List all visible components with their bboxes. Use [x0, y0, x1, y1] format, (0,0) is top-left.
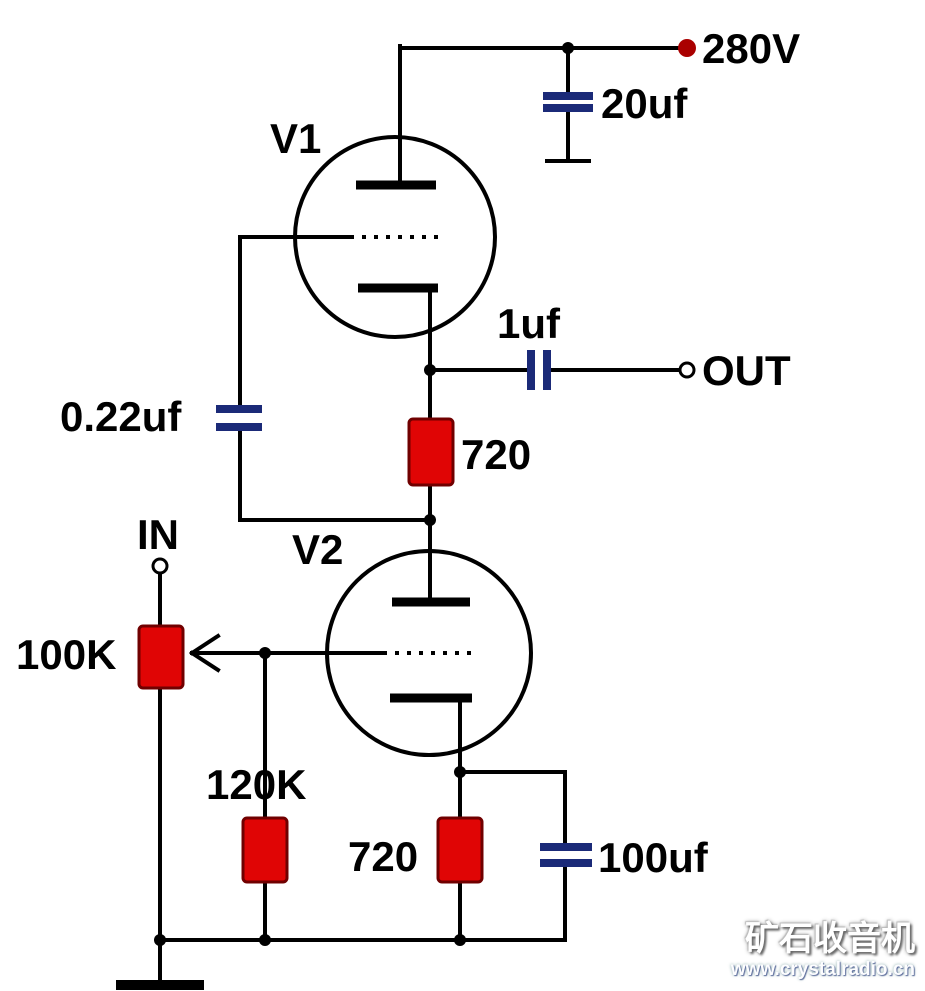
- cap-100uf-symbol: [540, 843, 592, 867]
- junction-v2-cathode: [454, 766, 466, 778]
- tube-v1-envelope: [293, 135, 497, 339]
- wire-v1-grid-to-feedback-cap: [238, 235, 354, 407]
- out-terminal: [678, 361, 696, 379]
- label-res-720-upper: 720: [461, 431, 531, 478]
- label-res-100k: 100K: [16, 631, 116, 678]
- cap-20uf-symbol: [543, 92, 593, 112]
- watermark-site-name: 矿石收音机: [745, 920, 915, 959]
- tube-v2-envelope: [325, 549, 533, 757]
- wire-bypass-branch: [458, 770, 567, 942]
- watermark-site-url: www.crystalradio.cn: [730, 959, 915, 981]
- resistor-720-v1-cathode: [407, 417, 455, 487]
- resistor-720-v2-cathode: [436, 816, 484, 884]
- wire-feedback-cap-to-node: [238, 429, 432, 522]
- label-cap-0_22uf: 0.22uf: [60, 393, 182, 440]
- label-tube-v2: V2: [292, 526, 343, 573]
- label-cap-100uf: 100uf: [598, 834, 709, 881]
- in-terminal: [151, 557, 169, 575]
- label-tube-v1: V1: [270, 115, 321, 162]
- resistor-100k-pot: [137, 624, 185, 690]
- label-in-terminal: IN: [137, 511, 179, 558]
- junction-rail-720: [454, 934, 466, 946]
- junction-v1r-v2plate: [424, 514, 436, 526]
- junction-out-node: [424, 364, 436, 376]
- watermark: 矿石收音机 www.crystalradio.cn: [731, 920, 915, 981]
- label-cap-1uf: 1uf: [497, 300, 561, 347]
- cap-0_22uf-symbol: [216, 405, 262, 431]
- label-res-120k: 120K: [206, 761, 306, 808]
- label-res-720-lower: 720: [348, 833, 418, 880]
- junction-grid-wiper: [259, 647, 271, 659]
- pot-wiper-arrowhead: [189, 633, 221, 673]
- label-cap-20uf: 20uf: [601, 80, 688, 127]
- junction-supply-cap: [562, 42, 574, 54]
- label-supply-voltage: 280V: [702, 25, 800, 72]
- resistor-120k: [241, 816, 289, 884]
- cap-1uf-symbol: [527, 350, 551, 390]
- supply-terminal-dot: [678, 39, 696, 57]
- label-out-terminal: OUT: [702, 347, 791, 394]
- junction-rail-120k: [259, 934, 271, 946]
- junction-rail-ground: [154, 934, 166, 946]
